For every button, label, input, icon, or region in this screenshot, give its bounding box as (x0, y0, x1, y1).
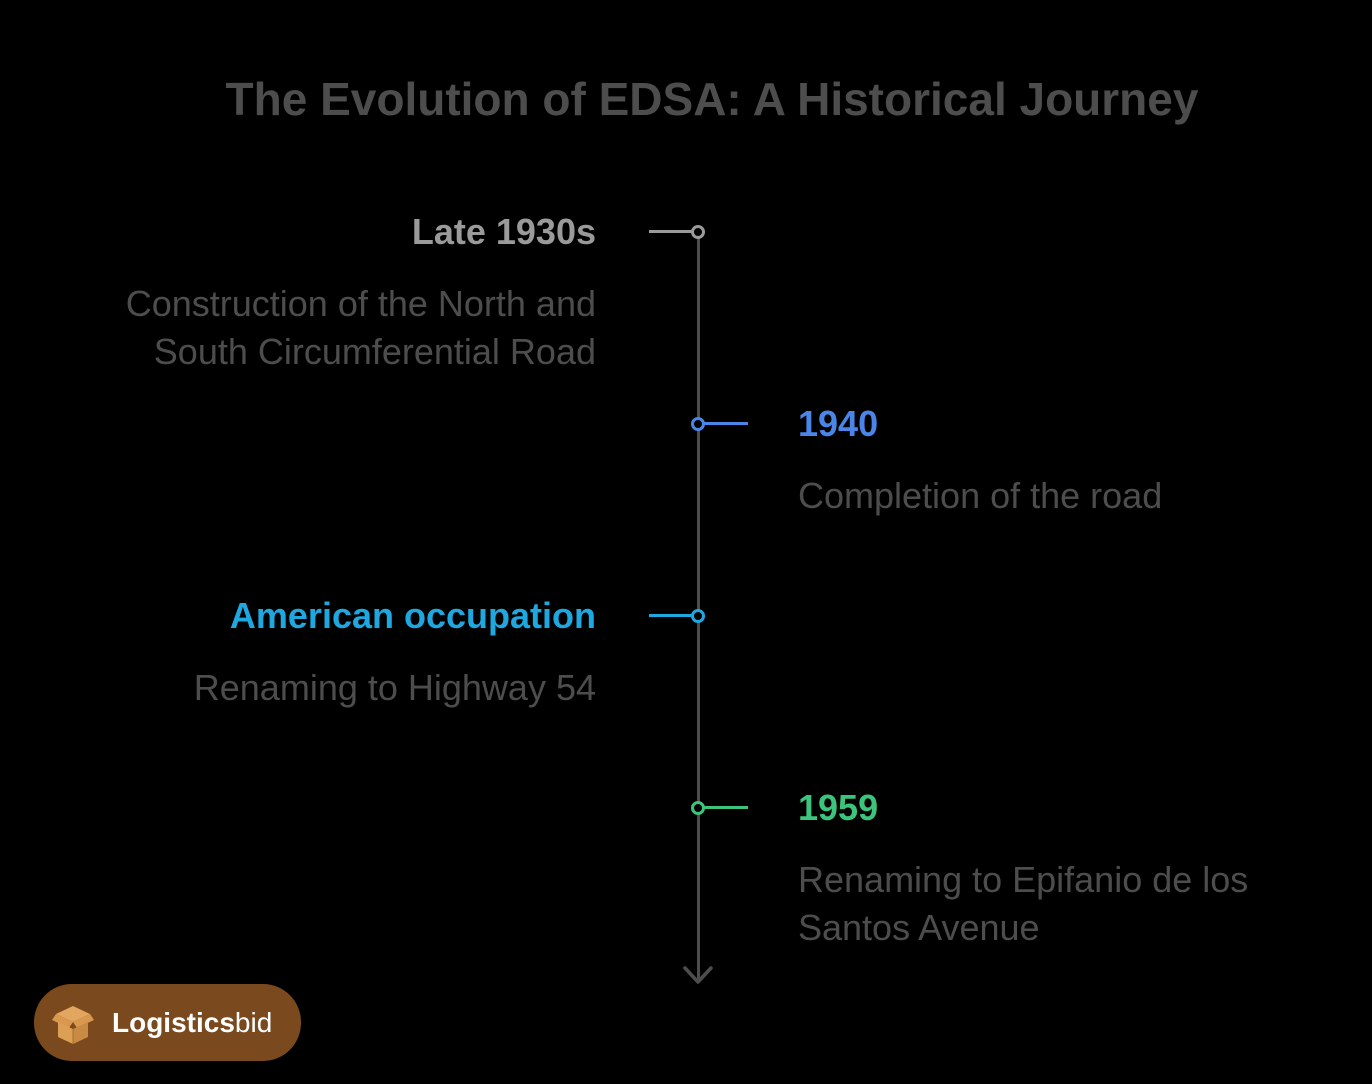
arrow-down-icon (683, 966, 713, 984)
logisticsbid-badge[interactable]: Logisticsbid (34, 984, 301, 1061)
timeline-axis (697, 232, 700, 980)
event-4-connector (700, 806, 748, 809)
brand-name: Logisticsbid (112, 1006, 273, 1038)
box-icon (52, 1005, 94, 1044)
event-4-node (691, 801, 705, 815)
event-4-description: Renaming to Epifanio de los Santos Avenu… (798, 859, 1249, 948)
event-2-node (691, 417, 705, 431)
event-1-node (691, 225, 705, 239)
event-3-label: American occupation (229, 595, 596, 636)
page-title: The Evolution of EDSA: A Historical Jour… (225, 73, 1199, 125)
event-2-label: 1940 (798, 403, 879, 444)
event-1-description: Construction of the North and South Circ… (125, 283, 596, 372)
event-1-connector (649, 230, 697, 233)
event-3-node (691, 609, 705, 623)
event-2-description: Completion of the road (798, 475, 1163, 516)
event-3-description: Renaming to Highway 54 (193, 667, 596, 708)
event-1-label: Late 1930s (411, 211, 596, 252)
event-3-connector (649, 614, 697, 617)
event-4-label: 1959 (798, 787, 879, 828)
event-2-connector (700, 422, 748, 425)
